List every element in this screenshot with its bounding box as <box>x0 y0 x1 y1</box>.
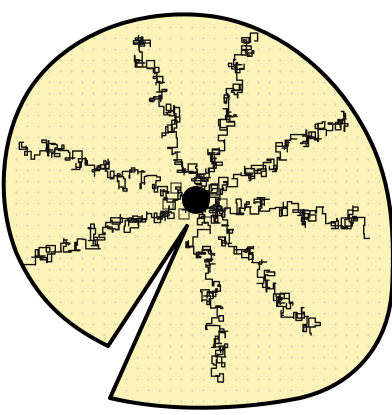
center-origin-dot <box>182 186 210 214</box>
